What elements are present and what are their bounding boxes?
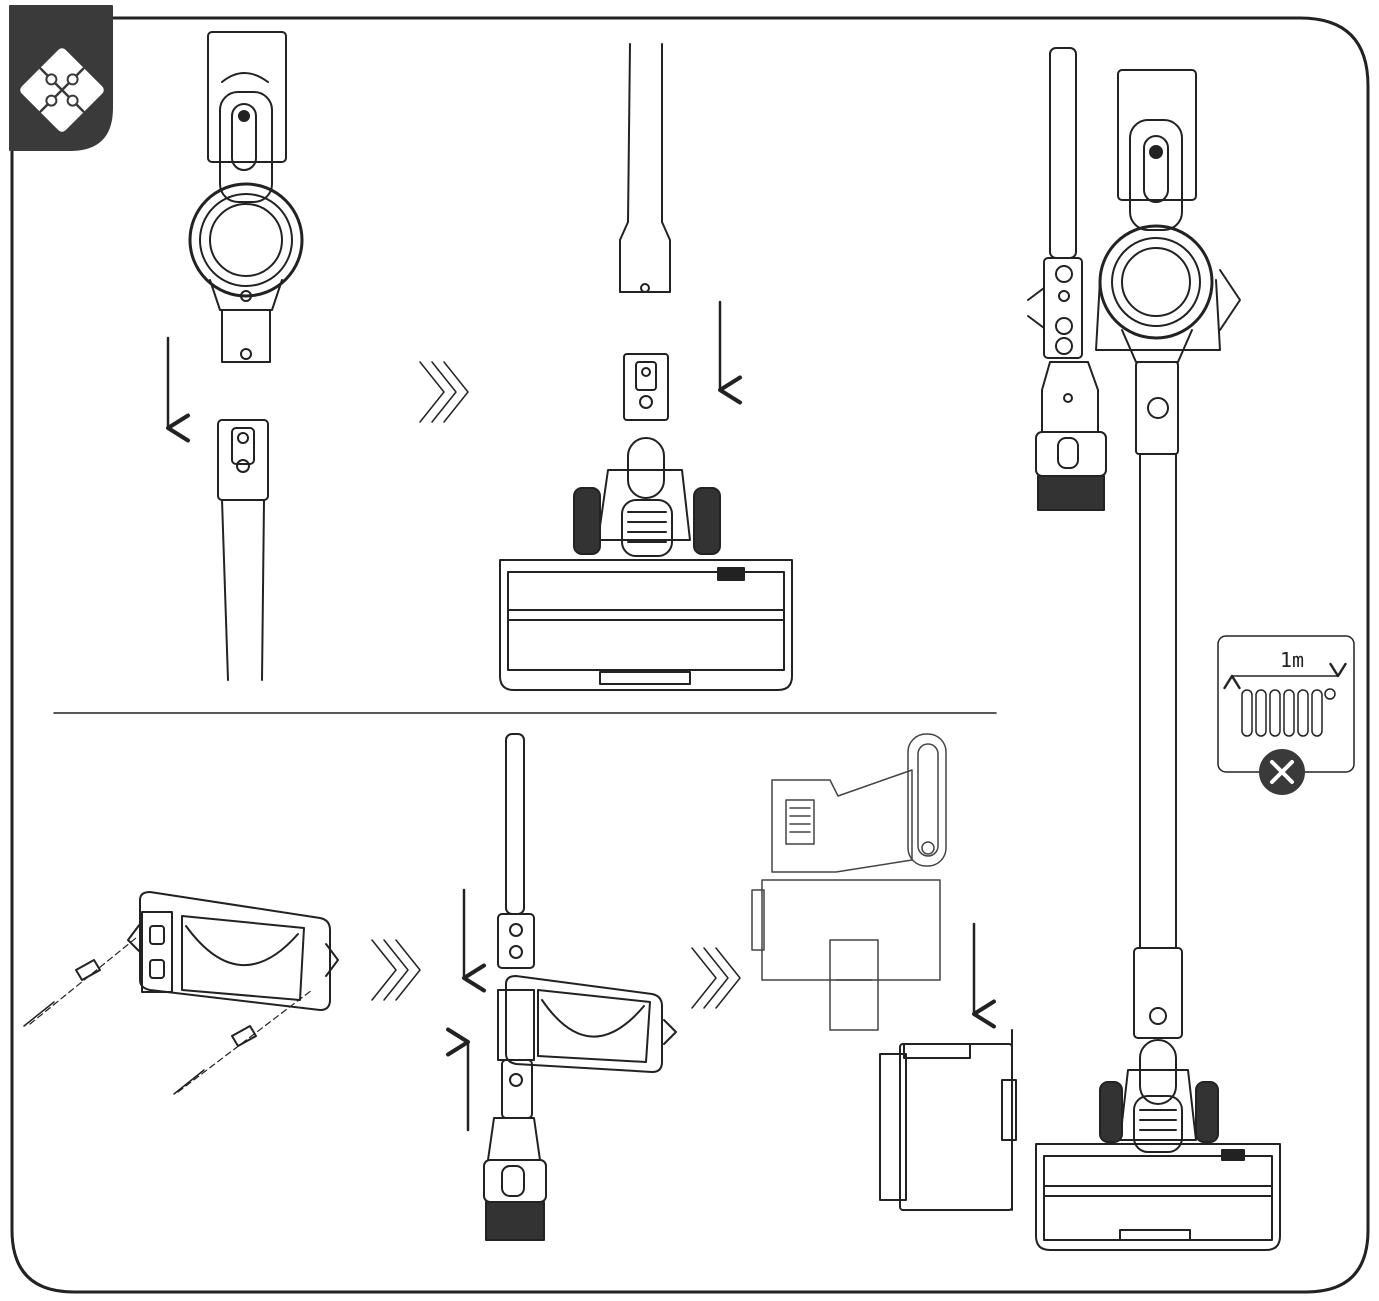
distance-label: 1m	[1279, 648, 1305, 672]
cross-circle-icon	[1259, 749, 1305, 795]
radiator-icon	[1241, 688, 1336, 737]
page-frame	[10, 16, 1370, 1294]
wall-bracket-mounting	[23, 891, 339, 1095]
next-step-chevrons	[419, 361, 469, 423]
wand-tube-upper	[619, 43, 671, 293]
floor-brush-head	[499, 353, 793, 691]
next-step-chevrons	[691, 947, 741, 1009]
vacuum-docking-on-bracket	[751, 733, 996, 1031]
assembled-vacuum	[1027, 47, 1281, 1251]
wall-bracket-side-view	[879, 1029, 1017, 1211]
handheld-unit-top	[188, 31, 304, 363]
assembly-badge	[9, 5, 113, 151]
heat-source-warning	[1217, 635, 1355, 795]
next-step-chevrons	[371, 939, 421, 1001]
wand-tube	[217, 419, 269, 681]
bracket-with-accessories	[446, 733, 677, 1241]
puzzle-icon	[20, 48, 104, 132]
